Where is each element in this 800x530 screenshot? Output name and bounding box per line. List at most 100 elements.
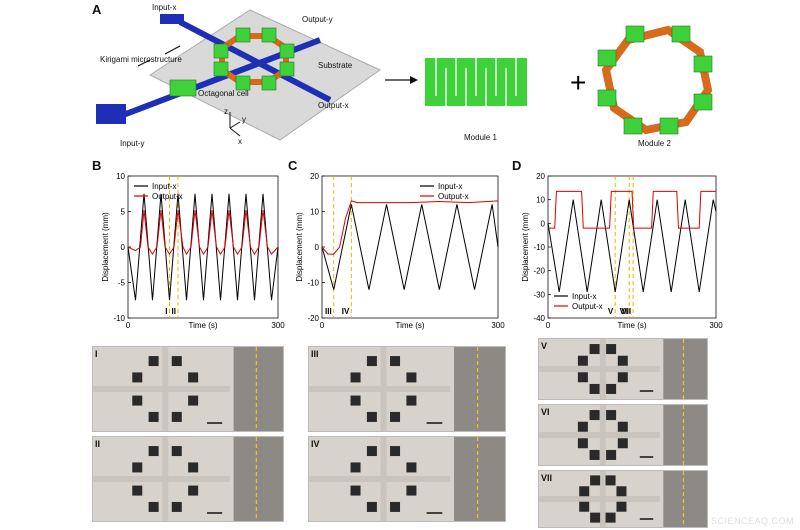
watermark: SCIENCEAQ.COM xyxy=(710,516,794,526)
photo-module xyxy=(406,395,417,406)
photo-vi: VI xyxy=(538,404,708,466)
panel-a-letter: A xyxy=(92,2,102,17)
photo-clamp xyxy=(663,339,707,399)
photo-module xyxy=(617,355,628,366)
x-axis-label: Time (s) xyxy=(188,321,217,330)
photo-sample xyxy=(539,339,707,399)
module-2-shape xyxy=(597,25,713,135)
photo-module xyxy=(579,486,590,497)
series-output-x xyxy=(321,200,499,255)
y-tick-label: 5 xyxy=(121,208,126,217)
photo-module xyxy=(148,446,159,457)
photo-module xyxy=(577,372,588,383)
photo-sample xyxy=(309,437,505,521)
x-axis-label: Time (s) xyxy=(395,321,424,330)
photo-channel-h xyxy=(93,476,230,482)
photo-vii: VII xyxy=(538,470,708,528)
kirigami-modules xyxy=(169,27,295,97)
y-tick-label: -10 xyxy=(533,243,545,252)
module-1-shape xyxy=(425,58,527,106)
y-tick-label: -20 xyxy=(307,314,319,323)
y-tick-label: -30 xyxy=(533,290,545,299)
photo-clamp xyxy=(454,437,505,521)
photo-module xyxy=(390,411,401,422)
photo-module xyxy=(616,501,627,512)
input-x-label: Input-x xyxy=(152,3,176,12)
series-output-x xyxy=(548,190,716,229)
photo-module xyxy=(617,421,628,432)
plus-sign: + xyxy=(570,67,586,98)
x-tick-label: 0 xyxy=(546,321,551,330)
event-label: III xyxy=(325,307,332,316)
photo-channel-h xyxy=(309,386,451,392)
photo-ii: II xyxy=(92,436,284,522)
x-tick-label: 300 xyxy=(271,321,285,330)
y-tick-label: 10 xyxy=(536,196,545,205)
photo-module xyxy=(616,486,627,497)
photo-module xyxy=(605,512,616,523)
x-tick-label: 0 xyxy=(126,321,131,330)
module-2-label: Module 2 xyxy=(638,139,671,148)
photo-channel-v xyxy=(599,339,606,399)
octagonal-label: Octagonal cell xyxy=(198,89,249,98)
y-tick-label: 20 xyxy=(310,172,319,181)
y-tick-label: 20 xyxy=(536,172,545,181)
photo-module xyxy=(366,411,377,422)
y-tick-label: -5 xyxy=(118,279,126,288)
photo-module xyxy=(132,485,143,496)
event-label: I xyxy=(165,307,167,316)
photo-module xyxy=(132,462,143,473)
photo-module xyxy=(390,446,401,457)
photo-clamp xyxy=(233,347,283,431)
series-input-x xyxy=(127,193,279,301)
photo-module xyxy=(148,356,159,367)
photo-module xyxy=(148,501,159,512)
photo-module xyxy=(350,485,361,496)
photo-module xyxy=(366,501,377,512)
photo-iii: III xyxy=(308,346,506,432)
axis-y-label: y xyxy=(242,115,246,124)
y-tick-label: -40 xyxy=(533,314,545,323)
panel-a-diagram: z y x Input-x Output-y Kirigami microstr… xyxy=(96,3,713,148)
legend-label: Output-x xyxy=(438,192,469,201)
axis-z-label: z xyxy=(224,107,228,116)
y-tick-label: -20 xyxy=(533,267,545,276)
photo-channel-v xyxy=(380,437,387,521)
photo-module xyxy=(606,344,617,355)
series-output-x xyxy=(127,210,279,256)
axis-x-label: x xyxy=(238,137,242,146)
photo-module xyxy=(617,372,628,383)
photo-module xyxy=(606,383,617,394)
x-tick-label: 0 xyxy=(320,321,325,330)
module-1-label: Module 1 xyxy=(464,133,497,142)
photo-module xyxy=(589,344,600,355)
y-tick-label: 10 xyxy=(116,172,125,181)
event-label: VII xyxy=(621,307,631,316)
legend-label: Input-x xyxy=(152,182,176,191)
photo-module xyxy=(579,501,590,512)
channel-x xyxy=(178,19,332,103)
event-label: IV xyxy=(342,307,350,316)
photo-module xyxy=(171,411,182,422)
input-y-label: Input-y xyxy=(120,139,144,148)
photo-v: V xyxy=(538,338,708,400)
event-label: VI xyxy=(620,307,628,316)
photo-iv: IV xyxy=(308,436,506,522)
photo-module xyxy=(390,501,401,512)
photo-module xyxy=(577,438,588,449)
photo-module xyxy=(406,485,417,496)
y-tick-label: 0 xyxy=(541,219,546,228)
photo-module xyxy=(171,356,182,367)
substrate-plate xyxy=(148,9,381,141)
y-tick-label: 10 xyxy=(310,208,319,217)
photo-sample xyxy=(539,471,707,527)
photo-sample xyxy=(93,437,283,521)
photo-channel-h xyxy=(539,432,660,438)
photo-module xyxy=(577,355,588,366)
x-axis-label: Time (s) xyxy=(617,321,646,330)
photo-channel-v xyxy=(599,405,606,465)
kirigami-label: Kirigami microstructure xyxy=(100,55,182,64)
photo-module xyxy=(390,356,401,367)
